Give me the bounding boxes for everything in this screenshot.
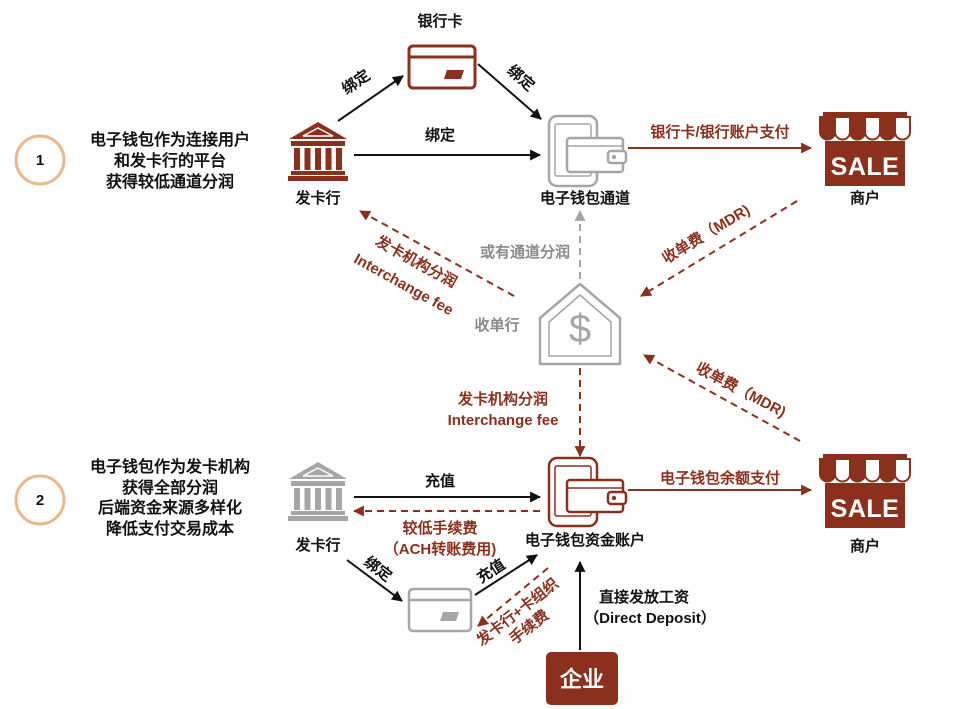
acquirer-label: 收单行 xyxy=(474,316,519,334)
enterprise-node: 企业 xyxy=(546,652,618,705)
edge-label-lower-fee: 较低手续费 xyxy=(402,519,477,537)
scenario-1-line: 获得较低通道分润 xyxy=(106,172,234,191)
scenario-2-line: 获得全部分润 xyxy=(122,478,218,497)
scenario-2-marker: 2 xyxy=(14,474,66,526)
edge-label-mdr: 收单费（MDR) xyxy=(693,359,789,421)
edge-label-balance-payment: 电子钱包余额支付 xyxy=(660,469,780,487)
edge-issuer-to-card-bind xyxy=(346,559,403,602)
scenario-1-line: 和发卡行的平台 xyxy=(114,151,226,170)
scenario-2-ring xyxy=(14,474,66,526)
issuer-label: 发卡行 xyxy=(294,189,340,207)
bank-card-label: 银行卡 xyxy=(417,12,462,30)
store-sign-text: SALE xyxy=(831,153,900,181)
edge-merchant-to-acquirer-mdr xyxy=(640,200,798,297)
store-sign-text: SALE xyxy=(831,495,900,523)
edge-merchant-bottom-to-acquirer-mdr xyxy=(643,354,801,442)
edge-wallet-to-card-fee xyxy=(477,567,549,627)
wallet-phone-icon xyxy=(547,456,628,528)
bank-card-icon xyxy=(407,587,473,633)
edge-label-topup: 充值 xyxy=(474,555,509,586)
edge-label-direct-deposit-cn: 直接发放工资 xyxy=(599,588,689,606)
edge-label-bind: 绑定 xyxy=(425,126,455,144)
issuer-bank-icon xyxy=(288,122,348,181)
scenario-2-line: 降低支付交易成本 xyxy=(106,519,234,538)
edge-label-direct-deposit-en: （Direct Deposit） xyxy=(584,609,716,627)
merchant-label: 商户 xyxy=(850,537,880,555)
wallet-phone-icon xyxy=(547,114,628,188)
edge-label-optional-channel-share: 或有通道分润 xyxy=(480,243,570,261)
edge-acquirer-to-issuer-interchange xyxy=(359,210,515,297)
edge-label-card-account-payment: 银行卡/银行账户支付 xyxy=(650,123,789,141)
interchange-label-cn: 发卡机构分润 xyxy=(457,390,548,408)
edge-label-bind: 绑定 xyxy=(339,66,374,98)
edge-label-interchange: 发卡机构分润 Interchange fee xyxy=(351,231,460,319)
merchant-store-icon: SALE xyxy=(819,454,911,528)
scenario-1-line: 电子钱包作为连接用户 xyxy=(90,130,250,149)
edge-card-to-wallet xyxy=(477,63,542,120)
wallet-channel-label: 电子钱包通道 xyxy=(540,189,630,207)
interchange-label-en: Interchange fee xyxy=(448,412,559,429)
enterprise-label: 企业 xyxy=(559,667,604,692)
scenario-1-description: 电子钱包作为连接用户 和发卡行的平台 获得较低通道分润 xyxy=(90,130,250,191)
scenario-1-marker: 1 xyxy=(14,134,66,186)
merchant-store-icon: SALE xyxy=(819,112,911,186)
scenario-2-description: 电子钱包作为发卡机构 获得全部分润 后端资金来源多样化 降低支付交易成本 xyxy=(90,457,250,538)
scenario-1-number: 1 xyxy=(36,152,44,169)
scenario-2-number: 2 xyxy=(36,492,44,509)
scenario-2-line: 电子钱包作为发卡机构 xyxy=(90,457,250,476)
edge-label-mdr: 收单费（MDR) xyxy=(659,201,753,268)
enterprise-box xyxy=(546,652,618,705)
scenario-1-ring xyxy=(14,134,66,186)
bank-card-icon xyxy=(407,44,477,90)
edge-card-to-wallet-topup xyxy=(474,554,538,596)
acquirer-bank-icon: $ xyxy=(538,282,622,366)
wallet-account-label: 电子钱包资金账户 xyxy=(525,531,645,549)
edge-label-bind: 绑定 xyxy=(504,61,538,94)
issuer-label: 发卡行 xyxy=(294,536,340,554)
merchant-label: 商户 xyxy=(850,189,880,207)
edge-label-ach-fee: （ACH转账费用) xyxy=(384,540,497,558)
scenario-2-line: 后端资金来源多样化 xyxy=(98,498,242,517)
issuer-bank-icon xyxy=(288,462,348,521)
edge-label-topup: 充值 xyxy=(425,472,455,490)
dollar-icon: $ xyxy=(569,307,591,351)
edge-issuer-to-card xyxy=(337,75,404,122)
